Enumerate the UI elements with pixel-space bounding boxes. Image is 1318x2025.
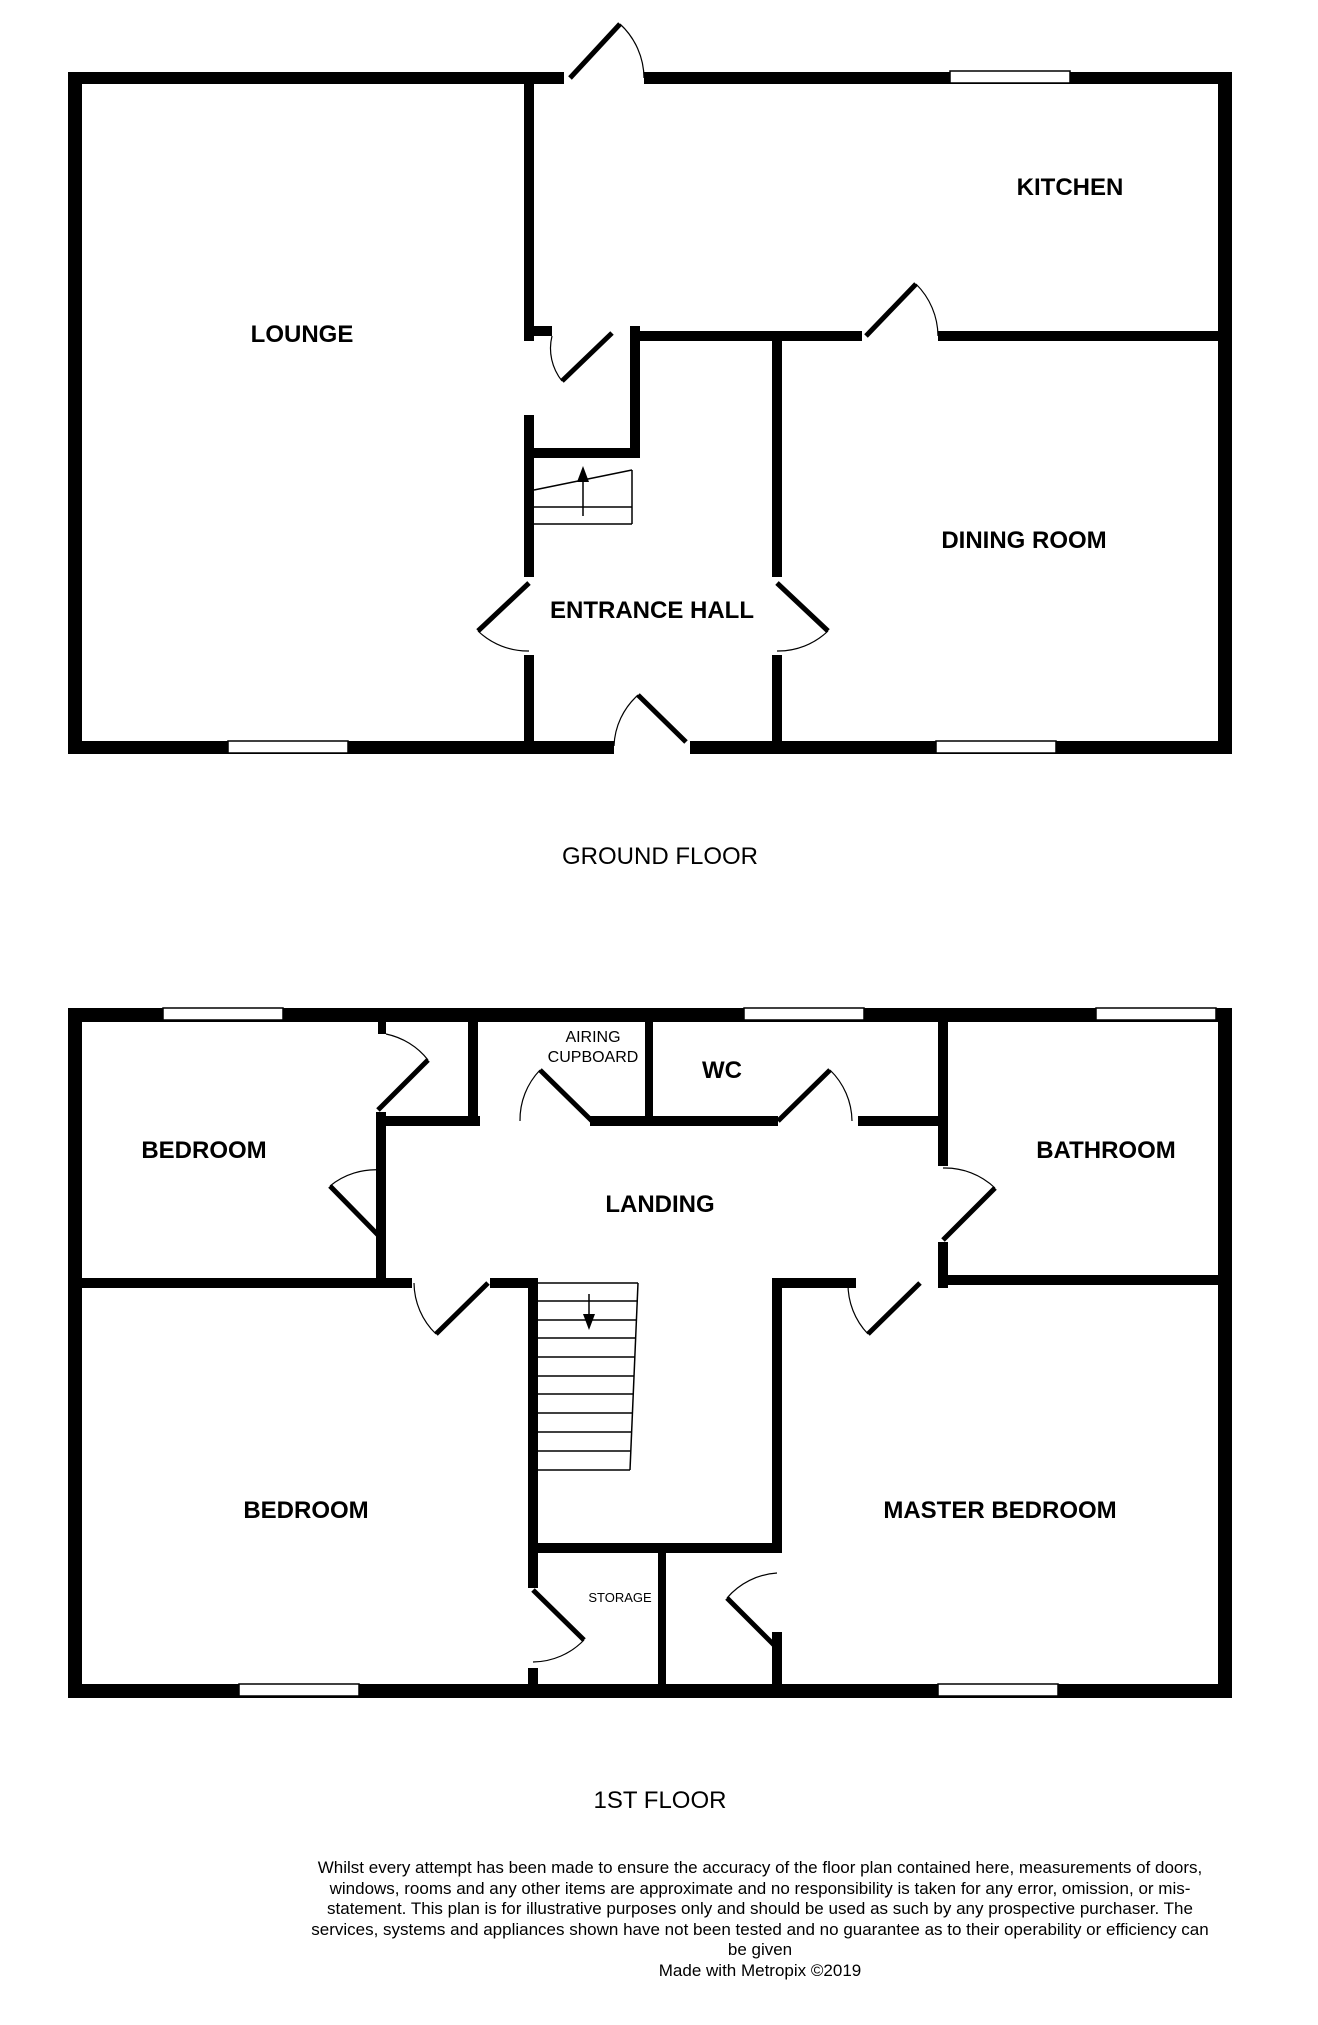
wall	[645, 1022, 653, 1126]
wall	[776, 1278, 856, 1288]
window	[935, 740, 1057, 754]
wall	[528, 1278, 538, 1588]
wall	[68, 1278, 412, 1288]
door-dining-room	[775, 581, 830, 652]
door-bathroom	[941, 1167, 997, 1242]
room-label-airing-line1: AIRING	[565, 1029, 620, 1046]
wall	[468, 1022, 478, 1126]
ground-floor-doors	[476, 22, 939, 747]
wall	[68, 72, 82, 754]
wall	[772, 1278, 782, 1553]
room-label-lounge: LOUNGE	[251, 321, 354, 348]
room-label-entrance-hall: ENTRANCE HALL	[550, 597, 754, 624]
wall	[376, 1240, 386, 1288]
window	[949, 70, 1071, 84]
wall	[858, 1116, 942, 1126]
wall	[644, 72, 1232, 84]
wall	[534, 448, 640, 458]
ground-floor-plan	[68, 72, 1232, 754]
disclaimer-text: Whilst every attempt has been made to en…	[311, 1858, 1209, 1959]
door-cupboard	[549, 331, 614, 383]
wall	[938, 1242, 948, 1288]
wall	[658, 1543, 666, 1698]
wall	[1218, 72, 1232, 754]
ground-floor-stairs	[533, 466, 633, 525]
door-front	[613, 693, 688, 747]
room-label-landing: LANDING	[605, 1191, 714, 1218]
wall	[534, 326, 552, 336]
room-label-wc: WC	[702, 1057, 742, 1084]
door-bedroom-small	[328, 1169, 383, 1240]
door-lounge	[476, 581, 531, 652]
wall	[938, 1116, 948, 1166]
door-storage	[531, 1588, 586, 1663]
wall	[772, 336, 782, 577]
first-floor-windows	[162, 1007, 1217, 1697]
wall	[376, 1170, 386, 1200]
window	[1095, 1007, 1217, 1021]
floor-label-ground: GROUND FLOOR	[562, 843, 758, 870]
door-master-bedroom	[847, 1281, 922, 1336]
first-floor-stairs	[538, 1282, 639, 1471]
room-label-bedroom-small: BEDROOM	[141, 1137, 266, 1164]
wall	[68, 1008, 82, 1698]
door-master-cupboard	[725, 1572, 779, 1650]
window	[162, 1007, 284, 1021]
wall	[590, 1116, 778, 1126]
door-airing-cupboard	[519, 1068, 594, 1123]
room-label-master-bedroom: MASTER BEDROOM	[883, 1497, 1116, 1524]
door-back-entrance	[568, 22, 645, 80]
door-bedroom-large	[413, 1281, 490, 1336]
wall	[772, 655, 782, 754]
wall	[938, 1022, 948, 1126]
door-kitchen-dining	[864, 282, 939, 338]
floor-label-first: 1ST FLOOR	[594, 1787, 727, 1814]
window	[937, 1683, 1059, 1697]
door-wc	[776, 1068, 853, 1123]
wall	[940, 1275, 1232, 1285]
wall	[378, 1022, 386, 1034]
wall	[524, 72, 534, 341]
wall	[68, 72, 564, 84]
room-label-dining-room: DINING ROOM	[941, 527, 1106, 554]
wall	[490, 1278, 536, 1288]
disclaimer: Whilst every attempt has been made to en…	[300, 1858, 1220, 1981]
wall	[772, 1632, 782, 1698]
room-label-bathroom: BATHROOM	[1036, 1137, 1176, 1164]
metropix-credit: Made with Metropix ©2019	[658, 1960, 862, 1980]
wall	[68, 1008, 1232, 1022]
wall	[378, 1116, 480, 1126]
room-label-storage: STORAGE	[588, 1590, 652, 1605]
room-label-bedroom-large: BEDROOM	[243, 1497, 368, 1524]
window	[238, 1683, 360, 1697]
wall	[524, 655, 534, 754]
wall	[528, 1668, 538, 1698]
ground-floor-windows	[227, 70, 1071, 754]
room-label-kitchen: KITCHEN	[1017, 174, 1124, 201]
wall	[640, 331, 862, 341]
window	[743, 1007, 865, 1021]
wall	[630, 326, 640, 458]
wall	[1218, 1008, 1232, 1698]
wall	[938, 331, 1232, 341]
first-floor-doors	[328, 1033, 997, 1663]
wall	[524, 415, 534, 577]
door-bedroom-cupboard	[376, 1033, 430, 1112]
room-label-airing-line2: CUPBOARD	[548, 1049, 639, 1066]
window	[227, 740, 349, 754]
